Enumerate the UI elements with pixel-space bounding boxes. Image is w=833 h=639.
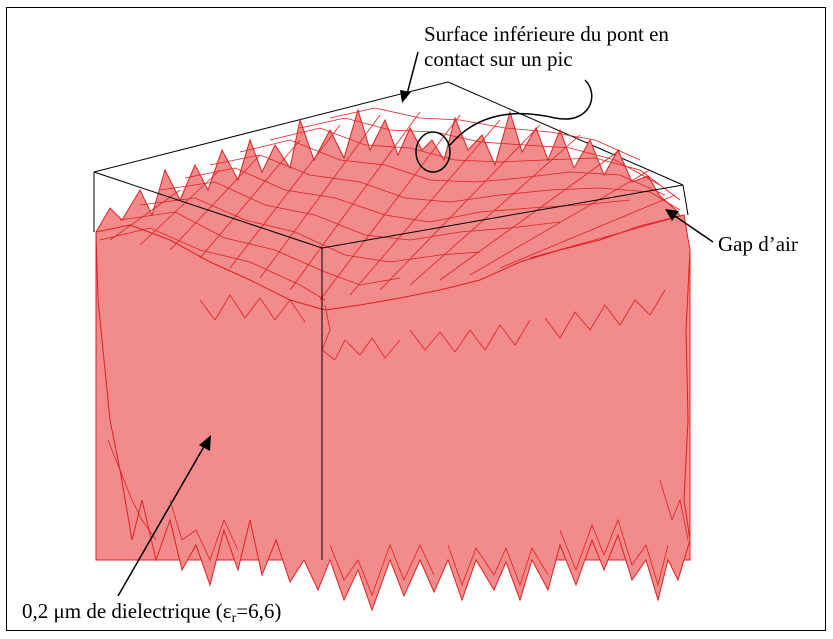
air-gap-box-front xyxy=(93,171,689,560)
air-gap-annotation: Gap d’air xyxy=(718,232,798,256)
air-gap-box-back xyxy=(93,81,684,186)
epsilon-subscript: r xyxy=(231,611,237,626)
dielectric-annotation-prefix: 0,2 μm de dielectrique ( xyxy=(22,599,223,623)
contact-peak-circle xyxy=(415,131,451,173)
contact-annotation: Surface inférieure du pont en contact su… xyxy=(424,22,669,72)
contact-annotation-line2: contact sur un pic xyxy=(424,47,573,71)
gap-label-arrow xyxy=(671,213,714,243)
contact-annotation-line1: Surface inférieure du pont en xyxy=(424,22,669,46)
dielectric-annotation-suffix: =6,6) xyxy=(236,599,282,623)
contact-leader-curve xyxy=(449,79,593,146)
gap-arrowhead xyxy=(665,209,679,221)
top-arrowhead xyxy=(400,90,411,103)
dielectric-arrowhead xyxy=(199,435,211,451)
epsilon-symbol: ε xyxy=(222,599,232,623)
dielectric-annotation: 0,2 μm de dielectrique (εr=6,6) xyxy=(22,599,281,631)
dielectric-label-arrow xyxy=(117,442,207,597)
surface-mesh xyxy=(99,107,685,361)
dielectric-body xyxy=(95,214,691,612)
bottom-edge-mesh xyxy=(107,439,689,597)
top-label-arrow xyxy=(405,51,419,99)
